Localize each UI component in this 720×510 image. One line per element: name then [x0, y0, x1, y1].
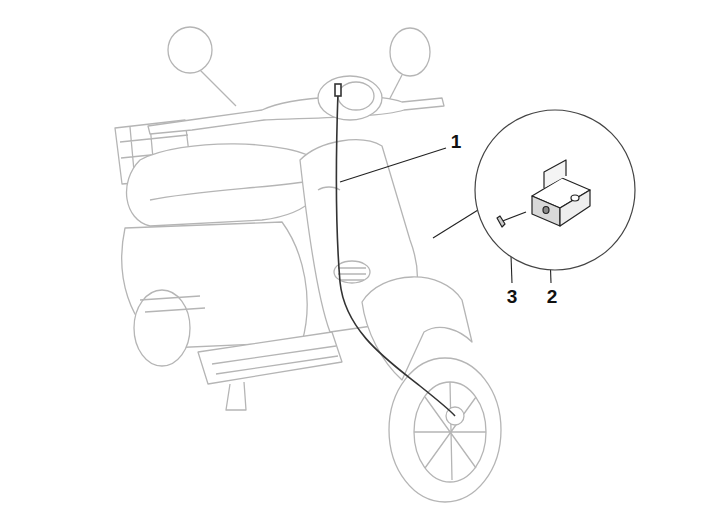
detail-inset: [475, 110, 635, 270]
speedometer-cable: [335, 84, 455, 416]
callout-number: 2: [547, 287, 558, 306]
callout-number: 3: [507, 287, 518, 306]
callout-number: 1: [451, 132, 462, 151]
